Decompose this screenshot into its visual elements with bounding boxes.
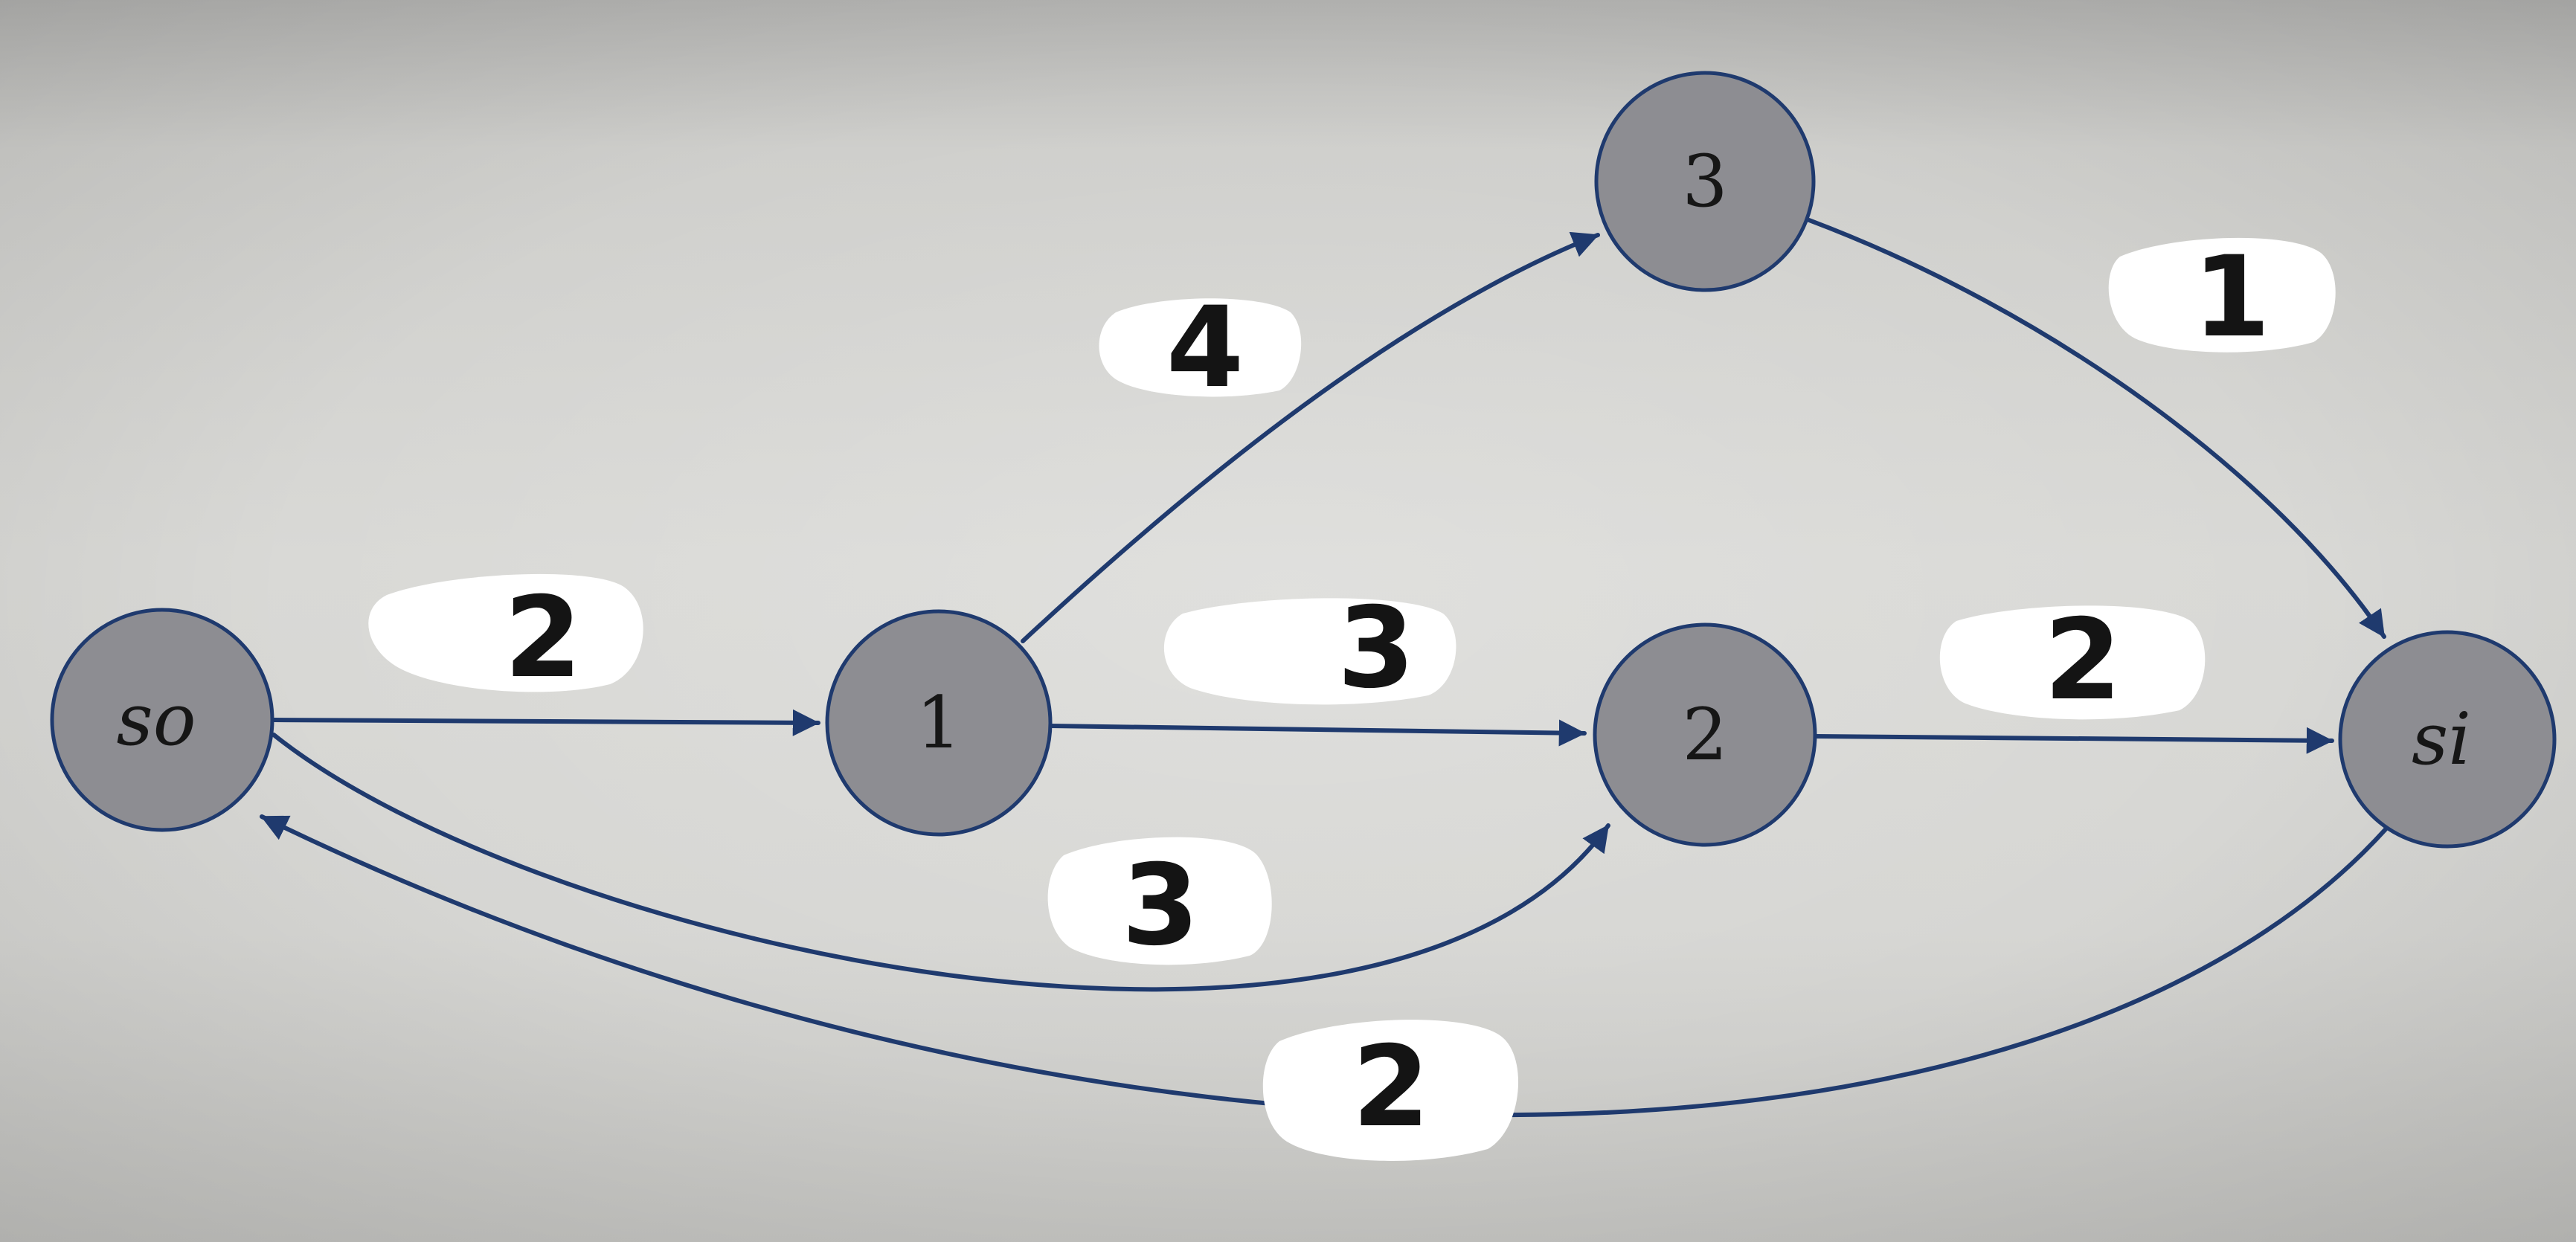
node-1-circle	[825, 609, 1053, 837]
edge-2-to-si	[1813, 727, 2334, 754]
weight-si-to-so-text: 2	[1352, 1023, 1430, 1152]
weight-1-to-2-text: 3	[1337, 584, 1415, 713]
edge-1-to-2	[1048, 719, 1587, 747]
node-1-label: 1	[916, 681, 961, 765]
weight-2-to-si: 2	[1939, 596, 2206, 725]
weight-1-to-2: 3	[1163, 584, 1456, 713]
node-si-circle	[2338, 630, 2557, 849]
weight-so-to-2: 3	[1047, 837, 1272, 971]
node-si: si	[2338, 630, 2557, 849]
weight-3-to-si-background	[2108, 237, 2336, 353]
weight-1-to-3-background	[1099, 298, 1302, 397]
weight-2-to-si-background	[1939, 605, 2206, 720]
weight-si-to-so-background	[1262, 1020, 1519, 1162]
edge-so-to-2	[272, 733, 1610, 992]
weight-so-to-2-text: 3	[1122, 841, 1199, 971]
edge-3-to-si	[1807, 218, 2386, 639]
node-2: 2	[1593, 622, 1817, 847]
weight-si-to-so: 2	[1262, 1020, 1519, 1162]
weight-so-to-1-background	[368, 573, 643, 692]
weight-3-to-si: 1	[2108, 233, 2336, 362]
weight-3-to-si-text: 1	[2193, 233, 2270, 362]
weight-1-to-3: 4	[1099, 283, 1302, 413]
node-3-label: 3	[1682, 140, 1727, 223]
weight-2-to-si-text: 2	[2044, 596, 2121, 725]
edge-so-to-1	[272, 709, 820, 736]
weight-1-to-3-text: 4	[1166, 283, 1244, 413]
node-so-label: so	[116, 678, 196, 762]
weight-so-to-1-text: 2	[504, 573, 582, 703]
weight-so-to-2-background	[1047, 837, 1272, 965]
node-so: so	[50, 608, 274, 832]
nodes: so 1 3 2 si	[50, 71, 2557, 849]
weight-1-to-2-background	[1163, 598, 1456, 705]
edge-1-to-3	[1021, 231, 1600, 643]
node-2-label: 2	[1682, 693, 1727, 776]
node-1: 1	[825, 609, 1053, 837]
edge-weights: 2 4 3 3 1 2 2	[368, 233, 2336, 1162]
weight-so-to-1: 2	[368, 573, 643, 703]
node-si-label: si	[2412, 698, 2471, 781]
node-so-circle	[50, 608, 274, 832]
node-3-circle	[1594, 71, 1816, 292]
node-3: 3	[1594, 71, 1816, 292]
node-2-circle	[1593, 622, 1817, 847]
